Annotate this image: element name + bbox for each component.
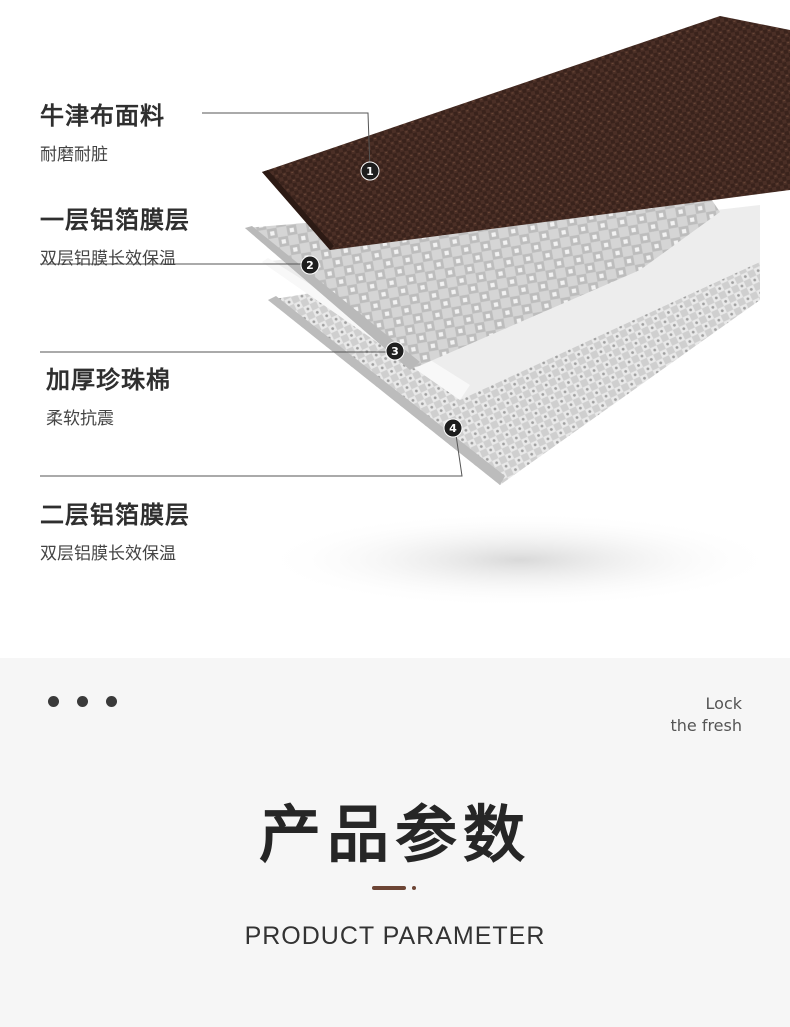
tagline-line-1: Lock	[705, 694, 742, 713]
title-divider	[372, 886, 416, 890]
layer-4-subtitle: 双层铝膜长效保温	[40, 544, 176, 564]
layer-2-subtitle: 双层铝膜长效保温	[40, 249, 176, 269]
marker-3-number: 3	[391, 345, 399, 358]
material-layers-illustration: 1 2 3 4	[40, 16, 790, 608]
dot-icon	[77, 696, 88, 707]
decorative-dots	[48, 696, 117, 707]
foil-layer-top-edge	[245, 226, 420, 370]
dot-icon	[106, 696, 117, 707]
marker-2	[300, 255, 320, 275]
layer-2-label: 一层铝箔膜层 双层铝膜长效保温	[40, 200, 190, 269]
oxford-fabric-layer	[262, 16, 790, 250]
leader-line-4	[40, 427, 463, 477]
layer-1-title: 牛津布面料	[40, 102, 165, 130]
marker-4-number: 4	[449, 422, 457, 435]
layer-3-label: 加厚珍珠棉 柔软抗震	[46, 360, 171, 429]
section-title: 产品参数	[258, 798, 531, 871]
layer-1-subtitle: 耐磨耐脏	[40, 145, 108, 165]
layer-3-subtitle: 柔软抗震	[46, 409, 114, 429]
marker-3	[385, 341, 405, 361]
divider-dot	[412, 886, 416, 890]
dot-icon	[48, 696, 59, 707]
marker-1-number: 1	[366, 165, 374, 178]
layer-1-label: 牛津布面料 耐磨耐脏	[40, 96, 165, 165]
layer-4-title: 二层铝箔膜层	[40, 501, 190, 529]
oxford-fabric-layer-edge	[262, 170, 334, 250]
tagline: Lock the fresh	[670, 693, 742, 737]
material-layers-section: 1 2 3 4 牛津布面料 耐磨耐脏 一层铝箔膜层 双层铝膜长效保温 加厚珍珠棉…	[40, 16, 790, 608]
layer-4-label: 二层铝箔膜层 双层铝膜长效保温	[40, 495, 190, 564]
leader-line-1	[202, 112, 371, 171]
product-parameter-section: Lock the fresh 产品参数 PRODUCT PARAMETER	[0, 658, 790, 1027]
foil-layer-bottom-edge	[268, 296, 505, 485]
marker-1	[360, 161, 380, 181]
marker-4	[443, 418, 463, 438]
shadow-shape	[260, 512, 780, 608]
tagline-line-2: the fresh	[670, 716, 742, 735]
divider-bar	[372, 886, 406, 890]
layer-3-title: 加厚珍珠棉	[46, 366, 171, 394]
section-subtitle: PRODUCT PARAMETER	[244, 922, 546, 950]
layer-2-title: 一层铝箔膜层	[40, 206, 190, 234]
marker-2-number: 2	[306, 259, 314, 272]
